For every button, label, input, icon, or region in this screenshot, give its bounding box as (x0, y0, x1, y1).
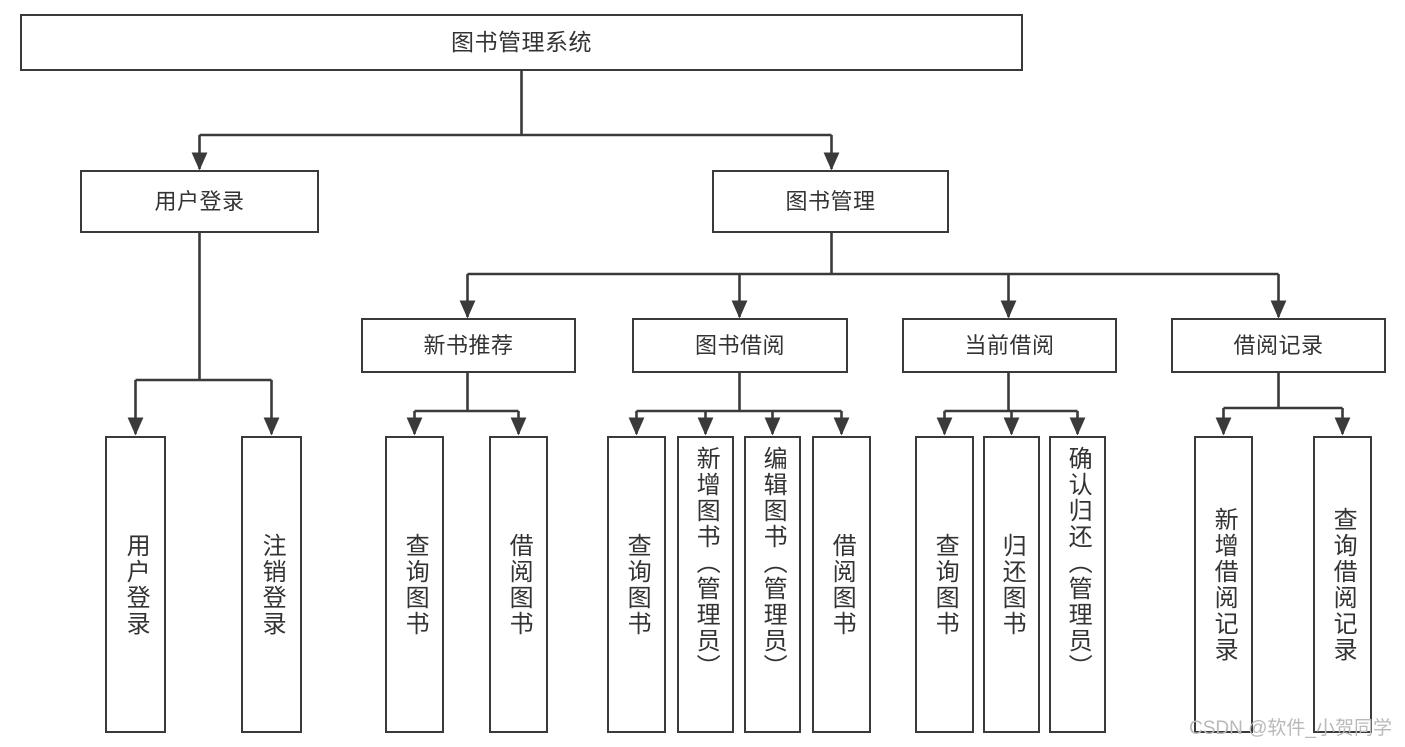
node-label: 查询图书 (931, 532, 959, 637)
node-leaf-return-book[interactable]: 归还图书 (983, 436, 1040, 733)
node-new-book-recommendation[interactable]: 新书推荐 (361, 318, 576, 373)
node-label: 编辑图书（管理员） (759, 446, 787, 680)
node-label: 新书推荐 (423, 332, 514, 358)
node-leaf-add-book-admin[interactable]: 新增图书（管理员） (677, 436, 734, 733)
node-label: 新增图书（管理员） (692, 446, 720, 680)
node-label: 查询借阅记录 (1329, 506, 1357, 663)
node-label: 确认归还（管理员） (1064, 446, 1092, 680)
node-book-borrowing[interactable]: 图书借阅 (632, 318, 848, 373)
node-label: 查询图书 (401, 532, 429, 637)
node-label: 查询图书 (623, 532, 651, 637)
node-user-login[interactable]: 用户登录 (80, 170, 319, 233)
node-leaf-query-book-recommendation[interactable]: 查询图书 (385, 436, 444, 733)
node-book-management[interactable]: 图书管理 (712, 170, 949, 233)
node-label: 借阅记录 (1233, 332, 1324, 358)
node-leaf-query-book[interactable]: 查询图书 (607, 436, 666, 733)
node-label: 用户登录 (122, 532, 150, 637)
node-leaf-user-login[interactable]: 用户登录 (105, 436, 166, 733)
node-leaf-confirm-return-admin[interactable]: 确认归还（管理员） (1049, 436, 1106, 733)
node-borrowing-record[interactable]: 借阅记录 (1171, 318, 1386, 373)
node-leaf-query-book-current[interactable]: 查询图书 (915, 436, 974, 733)
node-label: 注销登录 (258, 532, 286, 637)
node-leaf-user-logout[interactable]: 注销登录 (241, 436, 302, 733)
node-leaf-borrow-book-recommendation[interactable]: 借阅图书 (489, 436, 548, 733)
node-leaf-borrow-book[interactable]: 借阅图书 (812, 436, 871, 733)
node-label: 归还图书 (998, 532, 1026, 637)
node-label: 借阅图书 (505, 532, 533, 637)
node-leaf-add-borrowing-record[interactable]: 新增借阅记录 (1194, 436, 1253, 733)
node-book-management-system[interactable]: 图书管理系统 (20, 14, 1023, 71)
node-label: 图书管理系统 (451, 29, 592, 56)
node-label: 图书管理 (785, 188, 876, 214)
node-label: 用户登录 (154, 188, 245, 214)
node-leaf-query-borrowing-record[interactable]: 查询借阅记录 (1313, 436, 1372, 733)
csdn-watermark: CSDN @软件_小贺同学 (1189, 718, 1392, 739)
node-label: 新增借阅记录 (1210, 506, 1238, 663)
node-label: 当前借阅 (964, 332, 1055, 358)
node-leaf-edit-book-admin[interactable]: 编辑图书（管理员） (744, 436, 801, 733)
node-current-borrowing[interactable]: 当前借阅 (902, 318, 1117, 373)
node-label: 图书借阅 (694, 332, 785, 358)
node-label: 借阅图书 (828, 532, 856, 637)
